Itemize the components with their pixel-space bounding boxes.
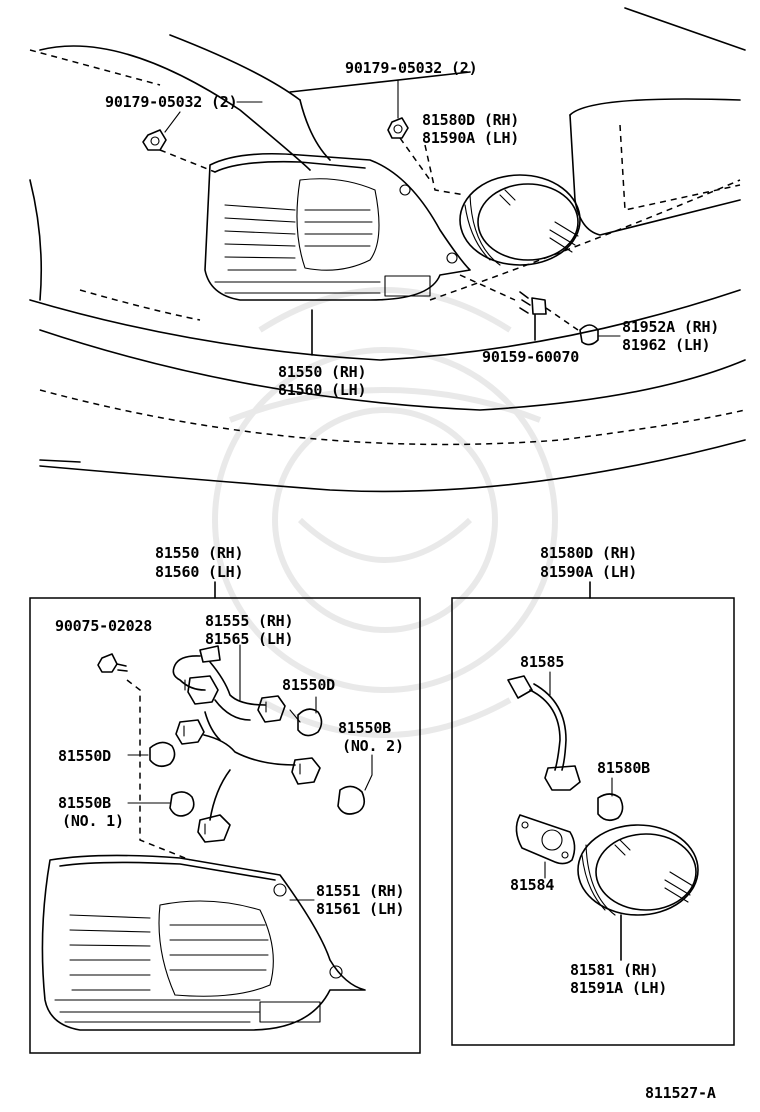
- left-box-title-lh: 81560 (LH): [155, 563, 243, 581]
- fastener-icon-right: [387, 117, 409, 139]
- bulb-d-left-icon: [149, 741, 176, 768]
- label-tail-lamp-rh: 81550 (RH): [278, 363, 366, 381]
- screw-icon-top: [519, 291, 547, 315]
- label-bulb-b-no1: 81550B: [58, 794, 111, 812]
- label-socket-wire-rh: 81555 (RH): [205, 612, 293, 630]
- vehicle-body-outline: [29, 7, 746, 493]
- right-box-title-lh: 81590A (LH): [540, 563, 637, 581]
- label-retainer-rh: 81952A (RH): [622, 318, 719, 336]
- lens-grille-lines: [214, 204, 381, 294]
- bulb-b-no2-icon: [337, 785, 366, 815]
- side-socket-icon: [507, 675, 581, 791]
- bulb-d-right-icon: [289, 708, 323, 737]
- label-fastener-left: 90179-05032 (2): [105, 93, 237, 111]
- label-side-bulb: 81580B: [597, 759, 650, 777]
- retainer-icon-top: [579, 324, 599, 346]
- label-side-lens-lh: 81591A (LH): [570, 979, 667, 997]
- label-side-lamp-rh: 81580D (RH): [422, 111, 519, 129]
- leader-fastener-right: [399, 137, 431, 181]
- gasket-icon: [515, 814, 576, 865]
- socket-and-wire-icon: [172, 645, 321, 843]
- leader-side-lamp-top: [424, 144, 466, 196]
- label-bulb-b-no2-note: (NO. 2): [342, 737, 404, 755]
- label-tail-lamp-lh: 81560 (LH): [278, 381, 366, 399]
- right-box-title-rh: 81580D (RH): [540, 544, 637, 562]
- label-side-lens-rh: 81581 (RH): [570, 961, 658, 979]
- label-side-socket: 81585: [520, 653, 564, 671]
- label-bulb-d-left: 81550D: [58, 747, 111, 765]
- leader-fastener-left: [159, 149, 216, 173]
- label-bulb-b-no2: 81550B: [338, 719, 391, 737]
- label-lens-left-lh: 81561 (LH): [316, 900, 404, 918]
- right-detail-box: [451, 597, 735, 1046]
- left-detail-box: [29, 597, 421, 1054]
- side-lens-icon: [577, 824, 699, 916]
- label-fastener-right: 90179-05032 (2): [345, 59, 477, 77]
- label-retainer-lh: 81962 (LH): [622, 336, 710, 354]
- side-bulb-icon: [597, 793, 624, 822]
- side-marker-lamp-top: [459, 174, 581, 266]
- label-bulb-b-no1-note: (NO. 1): [62, 812, 124, 830]
- left-box-title-rh: 81550 (RH): [155, 544, 243, 562]
- label-side-lamp-lh: 81590A (LH): [422, 129, 519, 147]
- label-lens-left-rh: 81551 (RH): [316, 882, 404, 900]
- figure-code: 811527-A: [645, 1084, 716, 1102]
- label-bulb-d-right: 81550D: [282, 676, 335, 694]
- fastener-icon-left: [142, 129, 167, 151]
- screw-icon-left-box: [97, 653, 128, 673]
- label-screw-left-box: 90075-02028: [55, 617, 152, 635]
- leader-retainer-dashed: [545, 307, 579, 331]
- tail-lamp-assembly-top: [204, 152, 471, 301]
- leader-screw-left-box: [126, 679, 191, 861]
- label-gasket: 81584: [510, 876, 554, 894]
- leader-label-fastener-left: [164, 101, 263, 133]
- bulb-b-no1-icon: [169, 791, 195, 817]
- leader-bulb-b-no2: [364, 754, 373, 791]
- tail-lamp-lens-icon: [41, 854, 366, 1031]
- label-screw-top: 90159-60070: [482, 348, 579, 366]
- label-socket-wire-lh: 81565 (LH): [205, 630, 293, 648]
